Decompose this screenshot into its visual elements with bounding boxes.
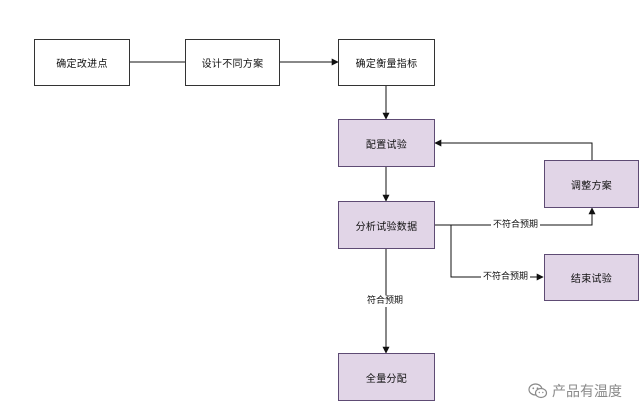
watermark-text: 产品有温度	[552, 384, 622, 400]
edge-adjust-to-config	[434, 139, 593, 160]
edge-label-not-expected-end: 不符合预期	[481, 271, 531, 283]
node-end-experiment: 结束试验	[544, 254, 639, 301]
edge-analyze-to-end	[450, 225, 544, 281]
node-confirm-improvement: 确定改进点	[34, 39, 130, 86]
node-analyze-data: 分析试验数据	[338, 201, 435, 249]
node-adjust-plan: 调整方案	[544, 160, 639, 208]
node-confirm-metrics: 确定衡量指标	[338, 39, 435, 86]
wechat-icon	[528, 383, 548, 399]
node-config-experiment: 配置试验	[338, 119, 435, 167]
edge-label-not-expected-adjust: 不符合预期	[491, 219, 541, 231]
watermark: 产品有温度	[528, 381, 622, 401]
edge-analyze-to-adjust	[434, 207, 596, 226]
node-design-plans: 设计不同方案	[185, 39, 280, 86]
edge-label-as-expected: 符合预期	[365, 295, 406, 307]
node-full-rollout: 全量分配	[338, 353, 435, 401]
